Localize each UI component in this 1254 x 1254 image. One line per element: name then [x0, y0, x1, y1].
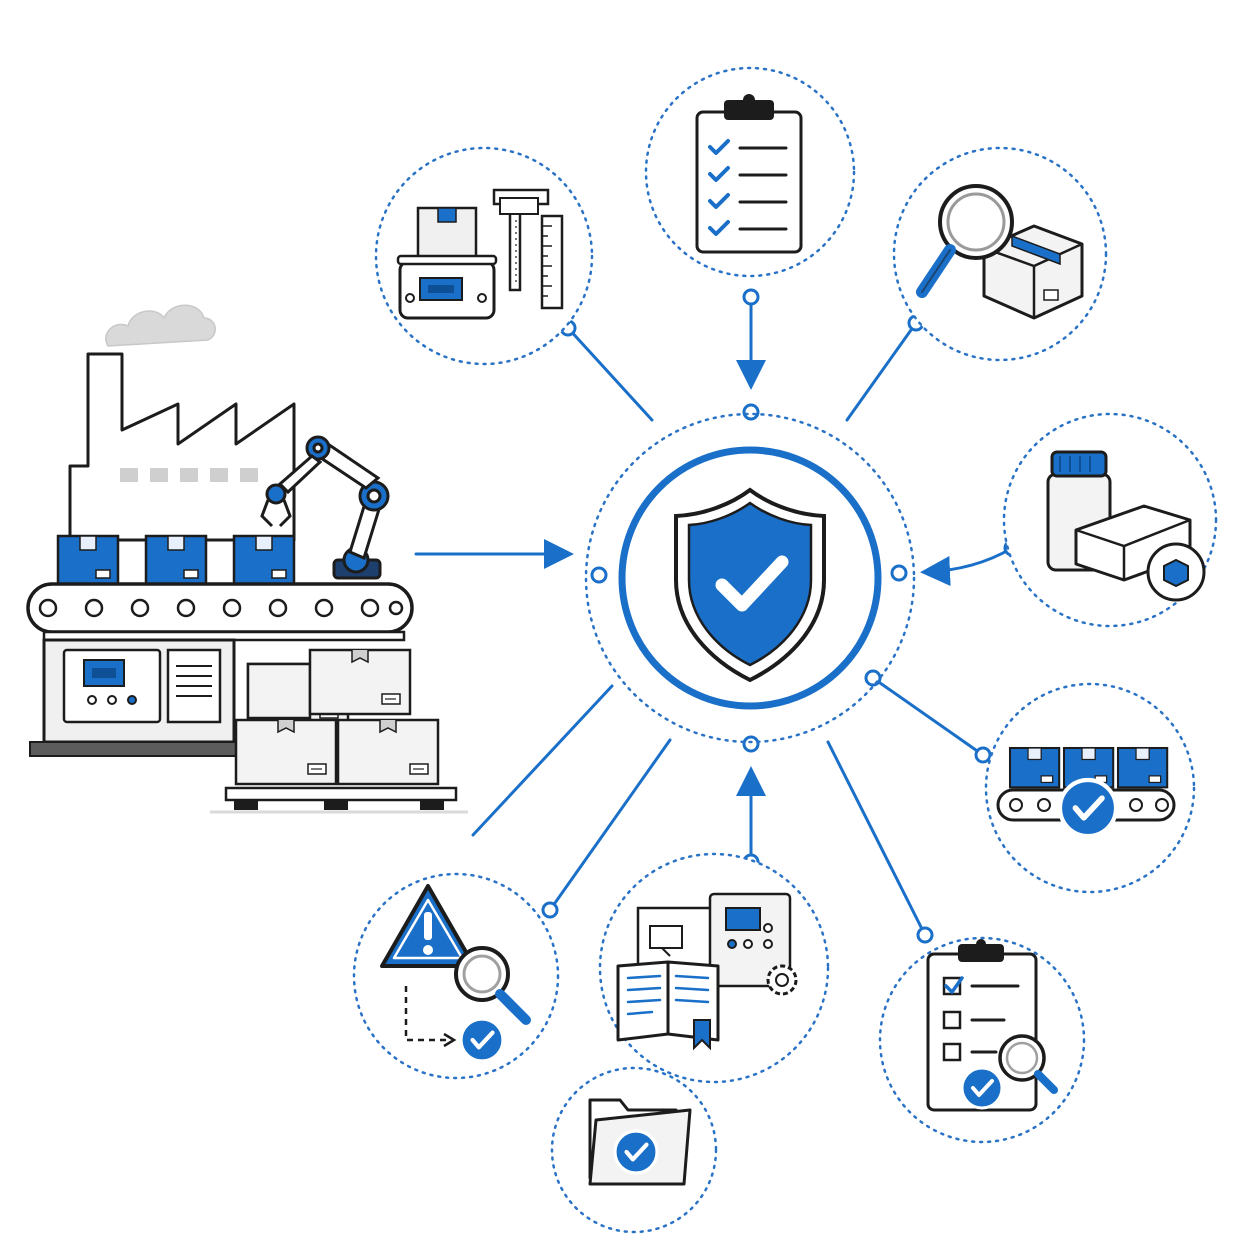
warning-magnifier-check-icon	[380, 884, 531, 1061]
connector-issue-investigation	[548, 738, 672, 912]
bottle-box-icon	[1046, 450, 1206, 602]
node-documentation-equipment	[598, 852, 830, 1084]
node-issue-investigation	[352, 872, 560, 1080]
smoke-cloud	[105, 304, 216, 347]
clipboard-magnifier-check-icon	[926, 939, 1058, 1112]
node-inspection-checklist	[644, 66, 856, 278]
connector-conveyor-verification	[871, 676, 985, 757]
hub-dotted-ring	[584, 412, 916, 744]
clipboard-checklist-icon	[695, 94, 803, 254]
node-materials-supplies	[1002, 412, 1218, 628]
conveyor-check-icon	[996, 746, 1176, 836]
connector-materials-supplies	[920, 546, 1014, 587]
manual-panel-gear-icon	[616, 892, 798, 1051]
node-audit-checklist	[878, 936, 1086, 1144]
connector-factory-lower	[471, 684, 614, 837]
scale-caliper-ruler-icon	[396, 188, 564, 320]
node-package-inspection	[892, 146, 1108, 362]
shield-check-icon	[674, 487, 826, 683]
connector-audit-checklist	[826, 740, 927, 937]
connector-lines	[414, 295, 1014, 937]
folder-check-icon	[588, 1098, 692, 1186]
central-hub	[584, 412, 916, 744]
node-conveyor-verification	[984, 682, 1196, 894]
node-approved-records	[550, 1066, 718, 1234]
connector-measurement-tools	[566, 326, 654, 422]
robot-arm	[260, 435, 390, 580]
factory-production-line-icon	[26, 304, 468, 814]
magnifier-box-icon	[916, 184, 1084, 320]
node-measurement-tools	[374, 146, 594, 366]
connector-package-inspection	[845, 321, 918, 422]
